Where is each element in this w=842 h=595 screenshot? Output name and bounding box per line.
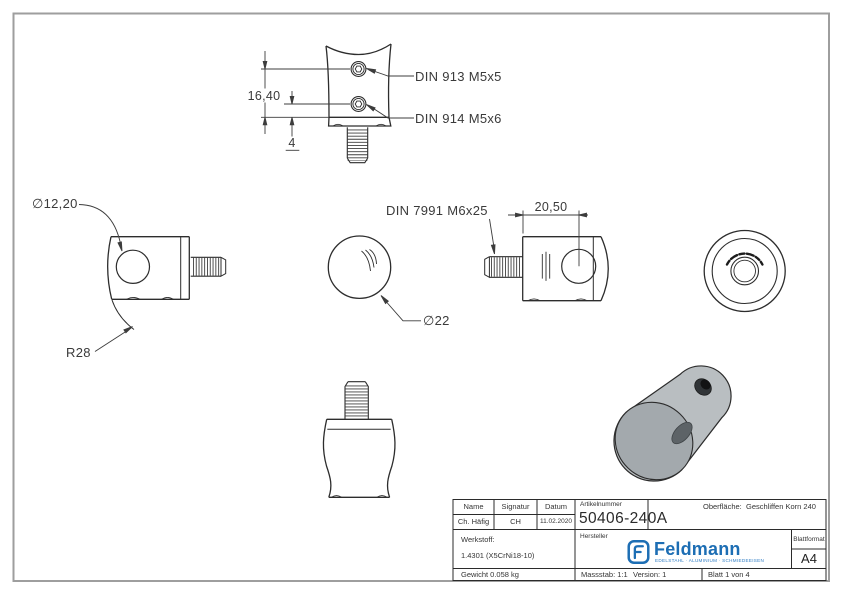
dim-label-4: 4 (288, 136, 296, 150)
dim-label-dia-22: ∅22 (423, 312, 450, 328)
feldmann-logo-icon (627, 540, 650, 564)
dim-label-16-40: 16,40 (247, 88, 281, 103)
tb-manufacturer-label: Hersteller (580, 533, 608, 540)
tb-material-value: 1.4301 (X5CrNi18-10) (461, 551, 535, 560)
drawing-frame (12, 12, 830, 582)
view-front-circle (327, 235, 392, 300)
view-isometric-3d (613, 365, 732, 482)
dim-label-r28: R28 (66, 344, 91, 360)
tb-date-label: Datum (544, 502, 568, 511)
tb-version: Version: 1 (633, 570, 667, 579)
title-block-grid (452, 498, 827, 582)
tb-surface-value: Geschliffen Korn 240 (746, 502, 816, 511)
tb-article-value: 50406-240A (579, 510, 668, 527)
tb-signature-value: CH (510, 517, 521, 526)
annotation-din913: DIN 913 M5x5 (415, 68, 502, 84)
feldmann-logo-tagline: EDELSTAHL · ALUMINIUM · SCHMIEDEEISEN (655, 558, 765, 563)
view-bottom (322, 381, 396, 498)
feldmann-logo: Feldmann EDELSTAHL · ALUMINIUM · SCHMIED… (627, 538, 765, 566)
tb-name-value: Ch. Häfig (457, 517, 490, 526)
view-front-elevation (325, 43, 392, 164)
dim-label-20-50: 20,50 (534, 199, 568, 214)
view-side-left-dims (78, 204, 133, 352)
tb-sheet: Blatt 1 von 4 (708, 570, 750, 579)
tb-format-label: Blattformat (793, 535, 825, 543)
annotation-din7991: DIN 7991 M6x25 (386, 203, 488, 218)
view-end (703, 229, 786, 313)
view-front-elevation-dims (261, 51, 414, 151)
tb-article-label: Artikelnummer (580, 501, 622, 508)
view-side-left (107, 236, 227, 330)
tb-signature-label: Signatur (501, 502, 530, 511)
view-side-right (484, 236, 609, 302)
tb-date-value: 11.02.2020 (539, 517, 573, 525)
tb-weight: Gewicht 0.058 kg (461, 570, 519, 579)
feldmann-logo-text: Feldmann (654, 539, 741, 559)
tb-surface-label: Oberfläche: (703, 502, 742, 511)
tb-format-value: A4 (801, 551, 817, 566)
tb-name-label: Name (463, 502, 484, 511)
dim-label-dia-12-20: ∅12,20 (32, 196, 78, 211)
tb-scale: Massstab: 1:1 (581, 570, 628, 579)
view-side-right-dims (489, 210, 588, 267)
annotation-din914: DIN 914 M5x6 (415, 110, 502, 126)
view-front-circle-dims (380, 295, 421, 322)
tb-material-label: Werkstoff: (461, 534, 495, 544)
